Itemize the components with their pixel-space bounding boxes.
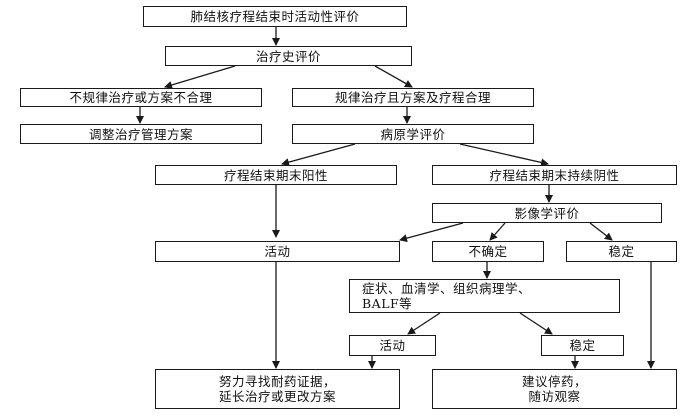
node-end-activity: 肺结核疗程结束时活动性评价 [143, 6, 407, 27]
node-regular: 规律治疗且方案及疗程合理 [292, 88, 534, 107]
node-treatment-history: 治疗史评价 [165, 46, 412, 66]
node-irregular: 不规律治疗或方案不合理 [20, 88, 262, 107]
node-stop-drug: 建议停药， 随访观察 [432, 369, 677, 409]
node-end-positive: 疗程结束期末阳性 [155, 165, 397, 185]
arrow-symptoms-to-stable-small [519, 312, 553, 335]
node-imaging: 影像学评价 [432, 203, 662, 223]
node-end-negative: 疗程结束期末持续阴性 [432, 165, 677, 185]
arrow-symptoms-to-active-small [407, 312, 441, 335]
arrow-history-to-irregular [164, 65, 236, 89]
node-uncertain: 不确定 [432, 241, 544, 262]
arrow-history-to-regular [374, 65, 413, 88]
arrow-imaging-to-stable [589, 222, 613, 241]
arrow-imaging-to-active [399, 222, 464, 243]
node-adjust: 调整治疗管理方案 [20, 124, 262, 144]
arrow-etiology-to-positive [281, 143, 356, 167]
node-symptoms: 症状、血清学、组织病理学、 BALF等 [349, 279, 620, 313]
node-find-resistance: 努力寻找耐药证据， 延长治疗或更改方案 [155, 369, 400, 409]
node-active-left: 活动 [155, 241, 400, 262]
node-stable-right: 稳定 [566, 241, 677, 262]
node-active-small: 活动 [349, 335, 436, 356]
node-etiology: 病原学评价 [292, 124, 534, 144]
node-stable-small: 稳定 [541, 335, 624, 356]
arrow-etiology-to-negative [459, 143, 549, 167]
arrow-imaging-to-uncertain [489, 222, 506, 241]
